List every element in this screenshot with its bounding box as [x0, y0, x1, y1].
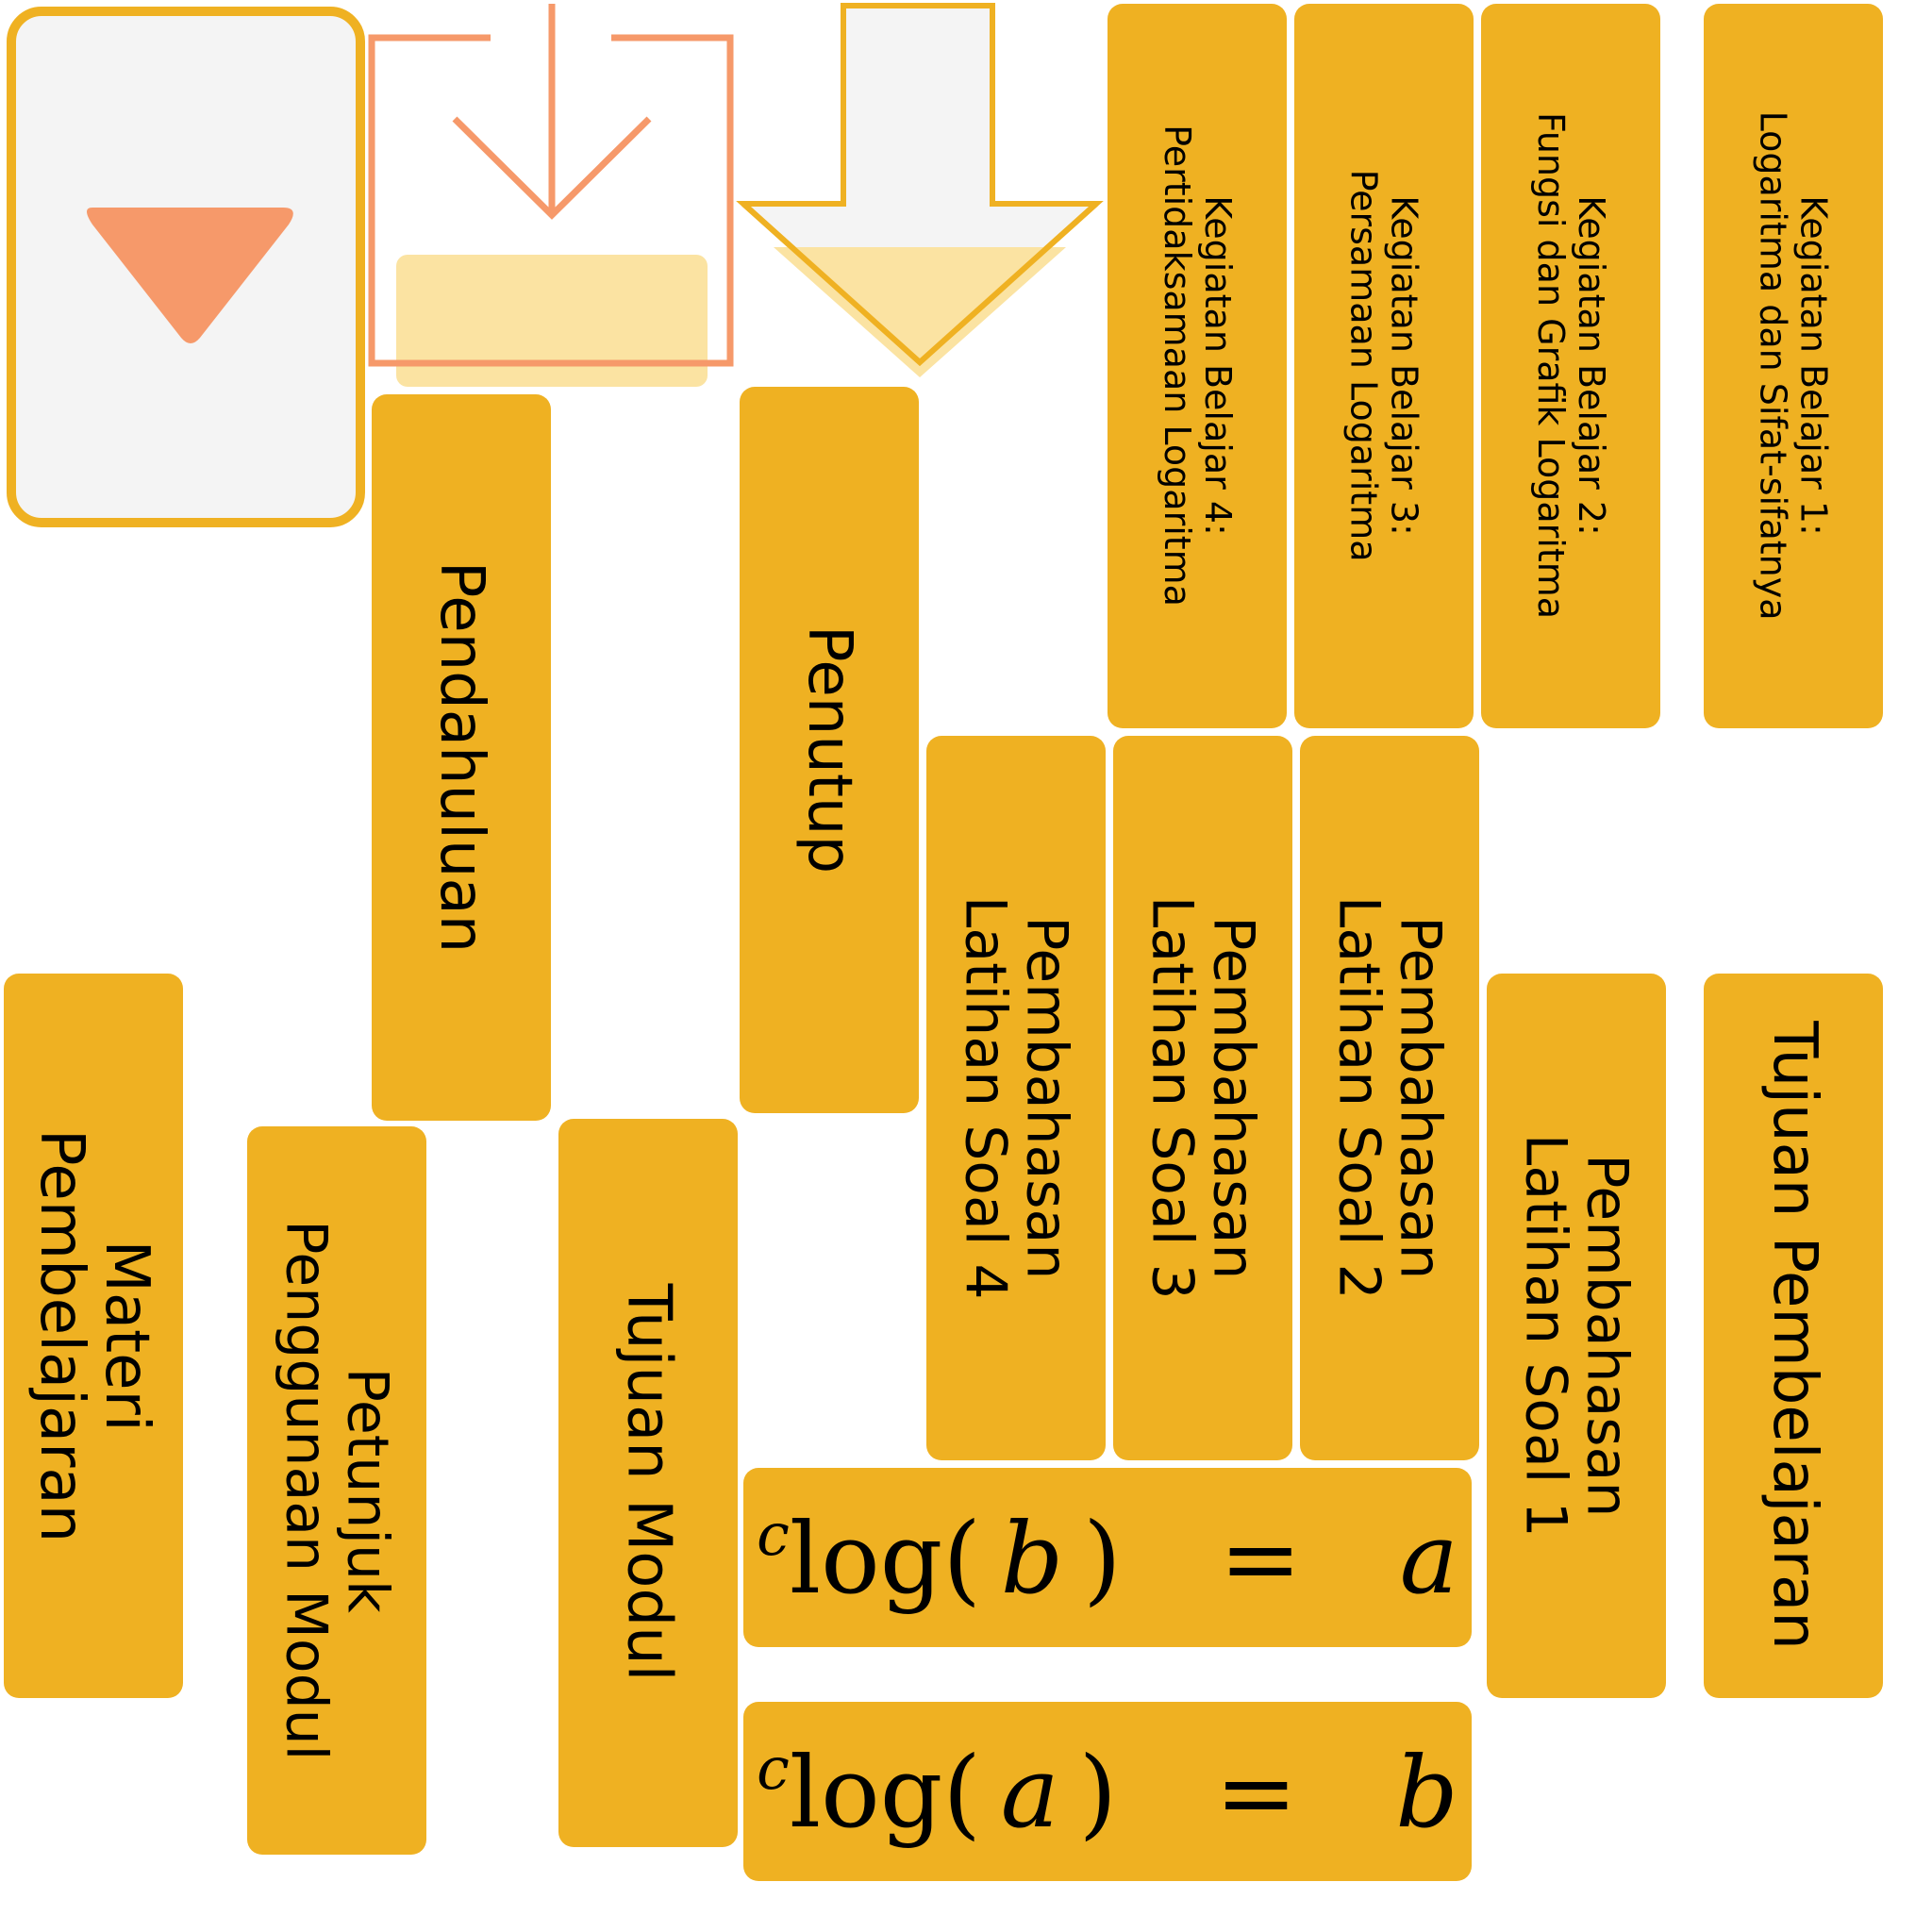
- menu-pembahasan-soal-3[interactable]: Pembahasan Latihan Soal 3: [1113, 736, 1292, 1460]
- menu-penutup[interactable]: Penutup: [740, 387, 919, 1113]
- menu-label: Penutup: [794, 625, 865, 874]
- dropdown-button[interactable]: [6, 6, 366, 528]
- menu-pembahasan-soal-2[interactable]: Pembahasan Latihan Soal 2: [1300, 736, 1479, 1460]
- formula-log-a-equals-b[interactable]: clog( a ) = b: [743, 1702, 1472, 1881]
- menu-label: Kegiatan Belajar 2: Fungsi dan Grafik Lo…: [1530, 112, 1612, 620]
- menu-kegiatan-belajar-2[interactable]: Kegiatan Belajar 2: Fungsi dan Grafik Lo…: [1481, 4, 1660, 728]
- menu-label: Kegiatan Belajar 4: Pertidaksamaan Logar…: [1157, 125, 1239, 608]
- menu-label: Pembahasan Latihan Soal 3: [1140, 896, 1267, 1300]
- menu-tujuan-modul[interactable]: Tujuan Modul: [558, 1119, 738, 1847]
- formula-text: clog( b ) = a: [757, 1499, 1458, 1616]
- formula-text: clog( a ) = b: [757, 1733, 1458, 1850]
- scroll-down-button[interactable]: [736, 0, 1104, 387]
- menu-kegiatan-belajar-1[interactable]: Kegiatan Belajar 1: Logaritma dan Sifat-…: [1704, 4, 1883, 728]
- menu-pembahasan-soal-4[interactable]: Pembahasan Latihan Soal 4: [926, 736, 1106, 1460]
- menu-label: Kegiatan Belajar 3: Persamaan Logaritma: [1343, 170, 1425, 562]
- menu-label: Pembahasan Latihan Soal 2: [1326, 896, 1454, 1300]
- menu-kegiatan-belajar-3[interactable]: Kegiatan Belajar 3: Persamaan Logaritma: [1294, 4, 1474, 728]
- formula-log-b-equals-a[interactable]: clog( b ) = a: [743, 1468, 1472, 1647]
- menu-tujuan-pembelajaran[interactable]: Tujuan Pembelajaran: [1704, 974, 1883, 1698]
- menu-label: Materi Pembelajaran: [26, 1128, 162, 1543]
- menu-label: Pembahasan Latihan Soal 1: [1513, 1134, 1641, 1538]
- menu-label: Tujuan Modul: [613, 1284, 684, 1682]
- big-down-arrow-icon: [736, 3, 1104, 377]
- menu-pendahuluan[interactable]: Pendahuluan: [372, 394, 551, 1121]
- menu-pembahasan-soal-1[interactable]: Pembahasan Latihan Soal 1: [1487, 974, 1666, 1698]
- menu-materi-pembelajaran[interactable]: Materi Pembelajaran: [4, 974, 183, 1698]
- menu-label: Tujuan Pembelajaran: [1758, 1021, 1829, 1651]
- menu-label: Kegiatan Belajar 1: Logaritma dan Sifat-…: [1753, 111, 1835, 621]
- menu-kegiatan-belajar-4[interactable]: Kegiatan Belajar 4: Pertidaksamaan Logar…: [1108, 4, 1287, 728]
- menu-petunjuk-penggunaan-modul[interactable]: Petunjuk Penggunaan Modul: [247, 1126, 426, 1855]
- menu-label: Pendahuluan: [426, 561, 497, 954]
- dropdown-triangle-icon: [7, 7, 365, 527]
- menu-label: Pembahasan Latihan Soal 4: [953, 896, 1080, 1300]
- download-button[interactable]: [368, 0, 736, 396]
- menu-label: Petunjuk Penggunaan Modul: [274, 1220, 401, 1761]
- download-tray-icon: [368, 4, 734, 387]
